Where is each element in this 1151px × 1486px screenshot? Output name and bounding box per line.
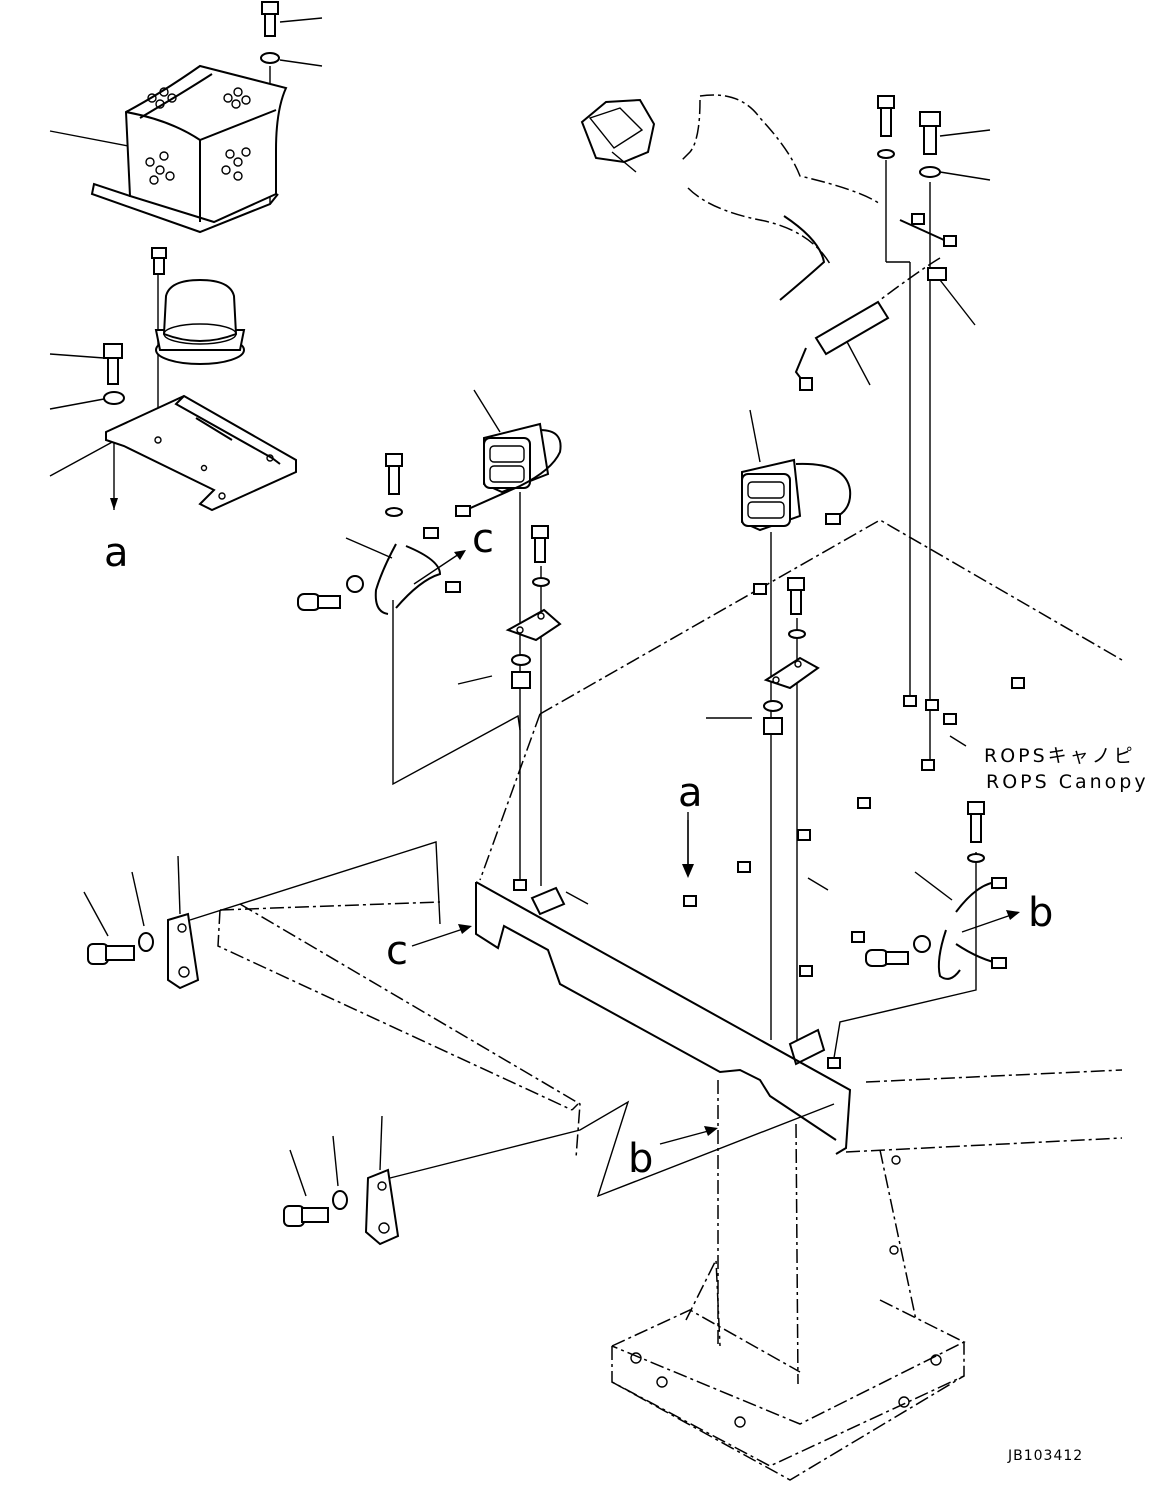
bracket-bolt — [103, 343, 125, 405]
top-right-bolts — [877, 95, 941, 178]
beacon-screw — [151, 247, 167, 275]
rops-pillar — [611, 1080, 966, 1481]
wiring-harness — [580, 94, 957, 391]
rops-canopy-note-japanese: ROPSキャノピ — [984, 745, 1136, 767]
harness-clip-upper-left — [297, 453, 461, 615]
canopy-studs — [513, 583, 1025, 1069]
callout-a-lower: a — [678, 770, 703, 816]
callout-c-left: c — [386, 928, 408, 974]
callout-b-right: b — [1028, 890, 1053, 936]
side-bracket-lower — [283, 1168, 400, 1246]
vent-holes — [145, 87, 251, 185]
side-bracket-upper — [87, 912, 200, 990]
work-lamp-left — [455, 422, 562, 517]
cross-beam — [217, 881, 852, 1159]
rops-canopy-outline — [479, 519, 1123, 1153]
harness-clip-lower-right — [865, 801, 1007, 980]
leader-lines — [49, 17, 991, 1197]
callout-b-bottom: b — [628, 1136, 653, 1182]
beacon-cover — [90, 1, 288, 234]
rops-canopy-note-english: ROPS Canopy — [986, 771, 1149, 793]
drawing-code: JB103412 — [1007, 1448, 1083, 1464]
beacon-bracket — [103, 343, 297, 512]
view-arrows — [110, 498, 1020, 1145]
lamp-mount-hardware — [505, 525, 820, 735]
callout-c-upper: c — [472, 516, 494, 562]
rotating-beacon — [151, 247, 246, 365]
callout-a-upper: a — [104, 530, 129, 576]
work-lamp-right — [741, 458, 852, 532]
cover-bolt — [260, 1, 280, 64]
